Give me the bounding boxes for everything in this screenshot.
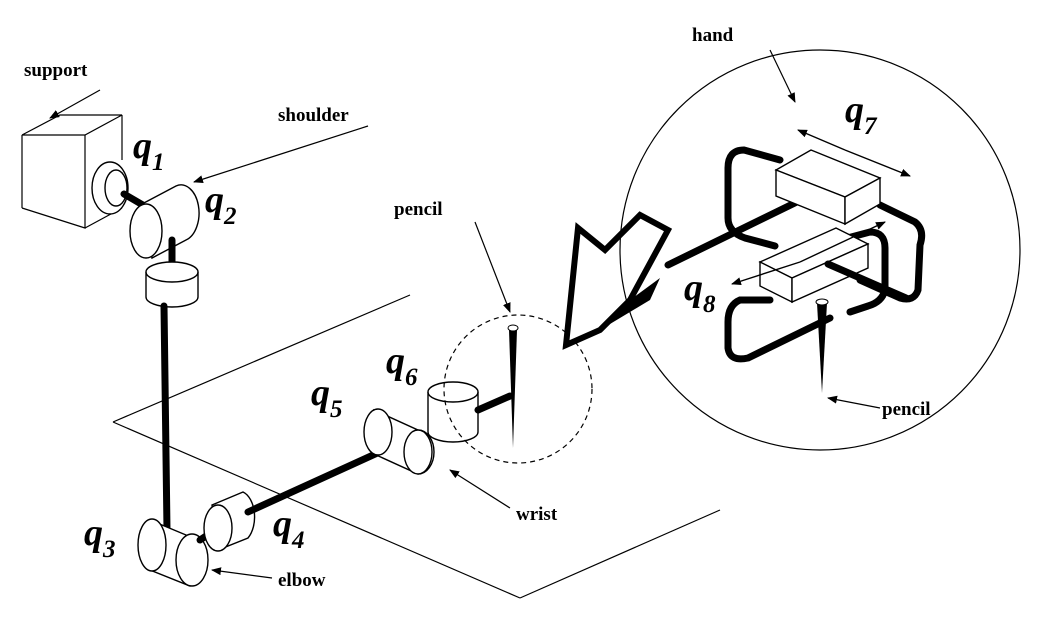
joint-q4-cylinder (203, 491, 256, 552)
shoulder-lower-cylinder (145, 261, 199, 308)
support-label: support (24, 60, 88, 81)
q7-direction-arrow (797, 129, 846, 151)
pencil-small (507, 324, 519, 448)
joint-label-q7: q7 (845, 89, 878, 140)
hand-mechanism (664, 129, 926, 393)
pencil-top-pointer (474, 221, 511, 313)
joint-label-q1: q1 (133, 125, 165, 176)
joint-label-q8: q8 (684, 267, 716, 318)
joint-label-q4: q4 (273, 503, 305, 554)
link-q6-hand (474, 392, 514, 414)
joint-q3-elbow-cylinder (137, 518, 209, 587)
support-pointer (49, 89, 101, 119)
hand-magnified-circle (619, 49, 1021, 451)
upper-gripper-loop (724, 146, 784, 250)
forearm-link (244, 446, 388, 516)
hand-pointer (769, 49, 796, 103)
lower-finger-block (758, 227, 870, 304)
lower-gripper-loop (724, 296, 834, 363)
joint-q1-cylinder (91, 161, 129, 215)
joint-q2-cylinder (129, 184, 200, 260)
upper-arm-link (160, 302, 171, 534)
elbow-pointer (211, 567, 273, 579)
hand-label: hand (692, 25, 734, 46)
hand-detail-marker-circle (443, 314, 593, 464)
elbow-label: elbow (278, 570, 326, 591)
zoom-arrow (562, 211, 673, 350)
pencil-hand-label: pencil (882, 399, 931, 420)
pencil-hand-pointer (827, 395, 881, 409)
pencil-in-hand (815, 298, 829, 393)
pencil-top-label: pencil (394, 199, 443, 220)
joint-label-q3: q3 (84, 512, 116, 563)
shoulder-pointer (193, 125, 369, 184)
support-block (21, 114, 123, 229)
joint-label-q5: q5 (311, 372, 343, 423)
wrist-label: wrist (516, 504, 558, 525)
lower-gripper-loop-right (836, 228, 889, 316)
wrist-pointer (449, 469, 511, 509)
lower-rod (824, 260, 910, 302)
upper-finger-block (774, 149, 882, 226)
joint-q6-cylinder (427, 381, 479, 443)
q8-direction-arrow (731, 261, 801, 286)
joint-label-q2: q2 (205, 179, 237, 230)
joint-q5-wrist-cylinder (363, 408, 435, 475)
joint-label-q6: q6 (386, 340, 418, 391)
shoulder-label: shoulder (278, 105, 349, 126)
